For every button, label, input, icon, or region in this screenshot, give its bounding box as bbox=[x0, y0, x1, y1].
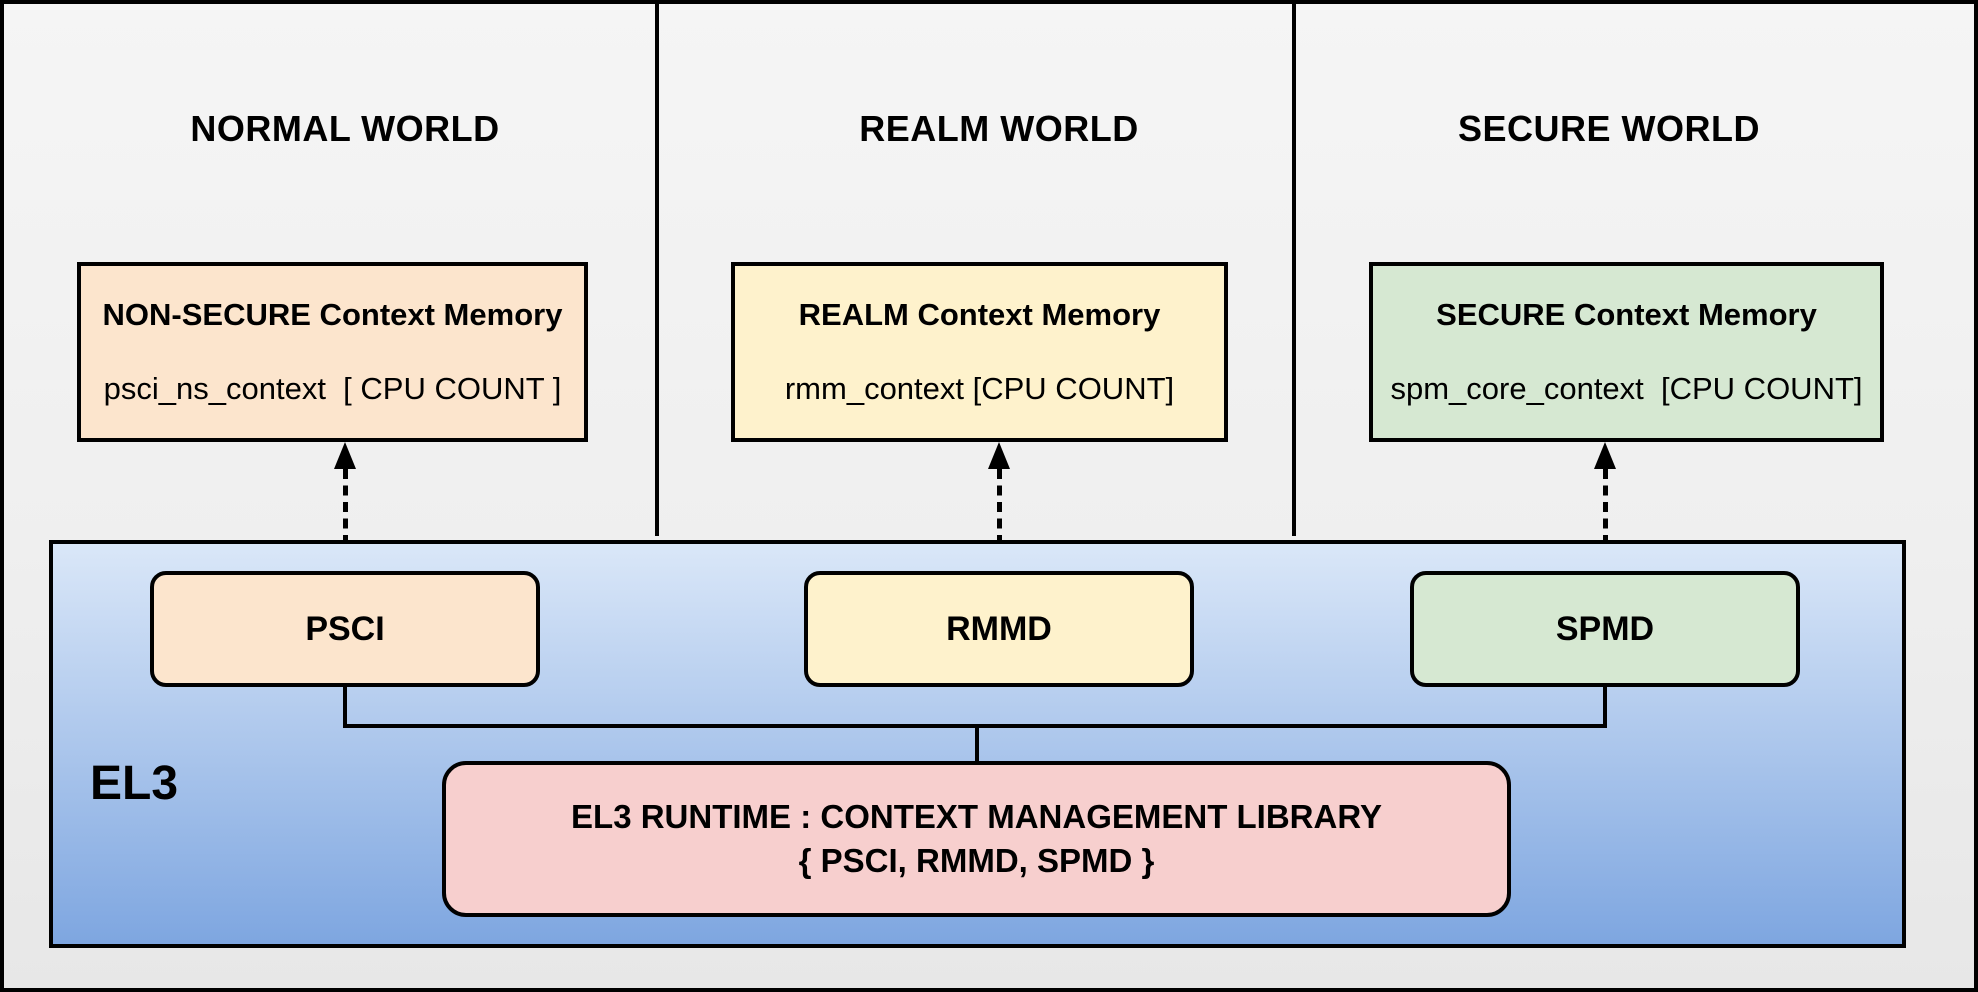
dashed-line bbox=[342, 469, 348, 545]
realm-context-memory-title: REALM Context Memory bbox=[798, 297, 1161, 332]
dashed-line bbox=[996, 469, 1002, 545]
connector-line-psci-drop bbox=[343, 687, 347, 728]
arrowhead-up-icon bbox=[988, 442, 1010, 469]
secure-context-memory-subtitle: spm_core_context [CPU COUNT] bbox=[1390, 371, 1863, 406]
rmmd-label: RMMD bbox=[946, 609, 1052, 648]
el3-runtime-line2: { PSCI, RMMD, SPMD } bbox=[798, 842, 1155, 879]
dashed-line bbox=[1602, 469, 1608, 545]
connector-line-spmd-drop bbox=[1603, 687, 1607, 728]
psci-box: PSCI bbox=[150, 571, 540, 687]
secure-context-memory-box: SECURE Context Memory spm_core_context [… bbox=[1369, 262, 1884, 442]
non-secure-context-memory-title: NON-SECURE Context Memory bbox=[102, 297, 563, 332]
spmd-label: SPMD bbox=[1555, 609, 1655, 648]
world-title-normal: NORMAL WORLD bbox=[190, 108, 500, 149]
realm-context-memory-subtitle: rmm_context [CPU COUNT] bbox=[784, 371, 1175, 406]
arrowhead-up-icon bbox=[1594, 442, 1616, 469]
non-secure-context-memory-box: NON-SECURE Context Memory psci_ns_contex… bbox=[77, 262, 588, 442]
world-divider-right bbox=[1292, 4, 1296, 536]
world-title-realm: REALM WORLD bbox=[859, 108, 1139, 149]
world-title-secure: SECURE WORLD bbox=[1458, 108, 1760, 149]
non-secure-context-memory-subtitle: psci_ns_context [ CPU COUNT ] bbox=[103, 371, 562, 406]
el3-runtime-line1: EL3 RUNTIME : CONTEXT MANAGEMENT LIBRARY bbox=[571, 798, 1382, 835]
world-divider-left bbox=[655, 4, 659, 536]
el3-label: EL3 bbox=[90, 757, 179, 810]
rmmd-box: RMMD bbox=[804, 571, 1194, 687]
psci-label: PSCI bbox=[305, 609, 385, 648]
secure-context-memory-title: SECURE Context Memory bbox=[1436, 297, 1817, 332]
el3-runtime-box: EL3 RUNTIME : CONTEXT MANAGEMENT LIBRARY… bbox=[442, 761, 1511, 917]
connector-line-runtime-drop bbox=[975, 724, 979, 761]
spmd-box: SPMD bbox=[1410, 571, 1800, 687]
realm-context-memory-box: REALM Context Memory rmm_context [CPU CO… bbox=[731, 262, 1228, 442]
arrowhead-up-icon bbox=[334, 442, 356, 469]
